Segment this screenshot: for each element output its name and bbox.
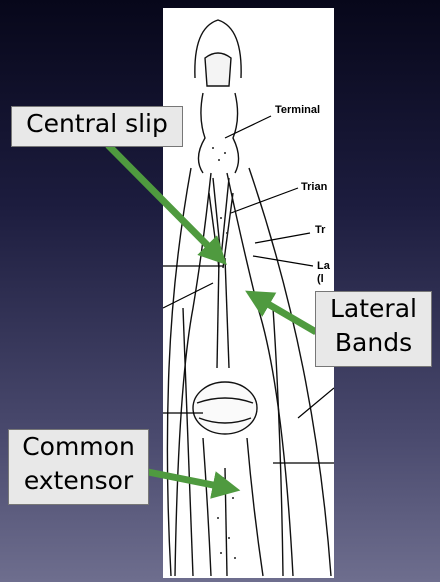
central-slip-arrow xyxy=(105,142,227,265)
central-slip-line xyxy=(216,257,220,369)
lateral-bands-line1: Lateral xyxy=(330,294,417,323)
leader-right-1 xyxy=(297,387,334,419)
lateral-bands-arrow xyxy=(245,290,318,336)
dip-joint-right xyxy=(232,92,240,174)
leader-left-2 xyxy=(163,282,214,309)
central-slip-text: Central slip xyxy=(26,109,168,138)
finger-extensor-drawing xyxy=(163,19,334,577)
lateral-bands-callout: Lateral Bands xyxy=(315,291,432,367)
leader-transverse xyxy=(254,232,311,244)
common-extensor-line1: Common xyxy=(22,432,135,461)
leader-triangular xyxy=(230,187,299,214)
fingertip-outline xyxy=(194,19,242,79)
lateral-band-right xyxy=(226,172,294,577)
nail-outline xyxy=(204,52,232,87)
label-lateral: La xyxy=(317,260,330,272)
label-lateral-sub: (l xyxy=(317,273,324,285)
label-terminal: Terminal xyxy=(275,104,321,116)
lateral-bands-line2: Bands xyxy=(334,328,413,357)
leader-terminal xyxy=(224,115,272,139)
leader-lateral xyxy=(252,255,314,267)
finger-border-right xyxy=(248,167,332,577)
common-extensor-arrow xyxy=(147,468,241,499)
common-extensor-right xyxy=(246,437,264,577)
label-transverse: Tr xyxy=(315,224,326,236)
label-triangular: Trian xyxy=(301,181,328,193)
dip-joint-left xyxy=(197,92,206,174)
common-extensor-callout: Common extensor xyxy=(8,429,149,505)
central-slip-callout: Central slip xyxy=(11,106,183,147)
common-extensor-left xyxy=(202,437,212,577)
lateral-band-left xyxy=(174,172,212,577)
common-extensor-line2: extensor xyxy=(23,466,134,495)
finger-border-left xyxy=(166,167,192,577)
